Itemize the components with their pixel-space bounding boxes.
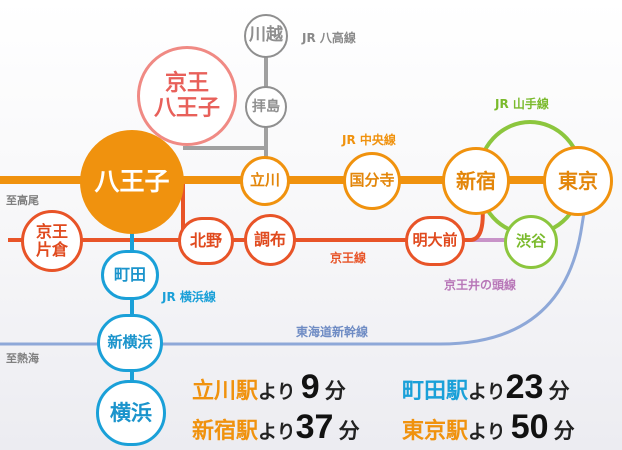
travel-time-station: 新宿駅 <box>192 419 259 444</box>
travel-time-station: 立川駅 <box>192 379 259 404</box>
station-shin-yokohama[interactable]: 新横浜 <box>97 314 163 372</box>
station-shinjuku-label: 新宿 <box>456 168 496 193</box>
label-keio: 京王線 <box>330 251 367 265</box>
label-jr-yamanote: JR 山手線 <box>495 97 549 111</box>
label-jr-chuo: JR 中央線 <box>342 133 396 147</box>
travel-time-yori: より <box>468 381 506 403</box>
travel-time-station: 東京駅 <box>402 419 469 444</box>
station-keio-hachioji[interactable]: 京王 八王子 <box>137 46 237 146</box>
travel-time-minutes: 23 <box>505 368 544 406</box>
label-jr-hachiko: JR 八高線 <box>302 31 356 45</box>
station-kitano[interactable]: 北野 <box>178 217 234 265</box>
station-keio-katakura-label-line2: 片倉 <box>35 240 68 259</box>
label-jr-yokohama: JR 横浜線 <box>162 290 216 304</box>
travel-time-unit: 分 <box>548 379 570 403</box>
travel-time-minutes: 50 <box>510 408 549 446</box>
travel-time-unit: 分 <box>338 419 360 443</box>
station-kawagoe-label: 川越 <box>249 25 283 46</box>
station-shinjuku[interactable]: 新宿 <box>442 147 510 215</box>
travel-time-yori: より <box>258 381 296 403</box>
travel-time-tokyo: 東京駅より 50 分 <box>402 408 575 447</box>
station-kitano-label: 北野 <box>189 230 222 250</box>
station-chofu-label: 調布 <box>253 229 286 249</box>
station-shibuya-label: 渋谷 <box>515 232 546 251</box>
station-meidaimae[interactable]: 明大前 <box>405 216 465 266</box>
station-chofu[interactable]: 調布 <box>244 214 296 266</box>
station-keio-hachioji-label-line1: 京王 <box>164 70 209 96</box>
station-hachioji-label: 八王子 <box>94 166 170 196</box>
station-tokyo[interactable]: 東京 <box>543 146 613 216</box>
travel-time-shinjuku: 新宿駅より37 分 <box>192 408 360 447</box>
station-machida-label: 町田 <box>113 264 146 284</box>
tokaido-shinkansen-line <box>0 199 588 346</box>
travel-times: 立川駅より 9 分 町田駅より23 分 新宿駅より37 分 東京駅より 50 分 <box>192 368 612 450</box>
station-kokubunji[interactable]: 国分寺 <box>343 152 401 210</box>
travel-time-machida: 町田駅より23 分 <box>402 368 570 407</box>
travel-time-tachikawa: 立川駅より 9 分 <box>192 368 346 407</box>
label-keio-inokashira: 京王井の頭線 <box>444 278 517 292</box>
station-haijima[interactable]: 拝島 <box>245 86 287 128</box>
travel-time-yori: より <box>258 421 296 443</box>
station-haijima-label: 拝島 <box>252 98 280 115</box>
station-keio-katakura-label-line1: 京王 <box>35 221 68 241</box>
travel-time-unit: 分 <box>324 379 346 403</box>
direction-to-takao: 至高尾 <box>6 194 39 207</box>
travel-time-minutes: 9 <box>300 368 320 406</box>
station-keio-katakura[interactable]: 京王 片倉 <box>21 210 83 272</box>
station-kokubunji-label: 国分寺 <box>349 171 395 190</box>
station-yokohama[interactable]: 横浜 <box>96 380 166 446</box>
station-yokohama-label: 横浜 <box>110 400 152 425</box>
label-tokaido-shinkansen: 東海道新幹線 <box>296 325 369 339</box>
station-machida[interactable]: 町田 <box>101 250 159 300</box>
direction-to-atami: 至熱海 <box>6 352 39 365</box>
station-tachikawa[interactable]: 立川 <box>240 156 290 206</box>
station-shin-yokohama-label: 新横浜 <box>107 333 153 352</box>
travel-time-minutes: 37 <box>295 408 334 446</box>
station-kawagoe[interactable]: 川越 <box>244 14 288 58</box>
station-tachikawa-label: 立川 <box>249 171 280 190</box>
travel-time-yori: より <box>468 421 506 443</box>
station-shibuya[interactable]: 渋谷 <box>504 215 558 269</box>
travel-time-unit: 分 <box>553 419 575 443</box>
travel-time-station: 町田駅 <box>402 379 469 404</box>
station-hachioji[interactable]: 八王子 <box>80 130 184 234</box>
station-keio-hachioji-label-line2: 八王子 <box>153 96 220 121</box>
station-tokyo-label: 東京 <box>558 168 598 193</box>
station-meidaimae-label: 明大前 <box>412 231 458 250</box>
